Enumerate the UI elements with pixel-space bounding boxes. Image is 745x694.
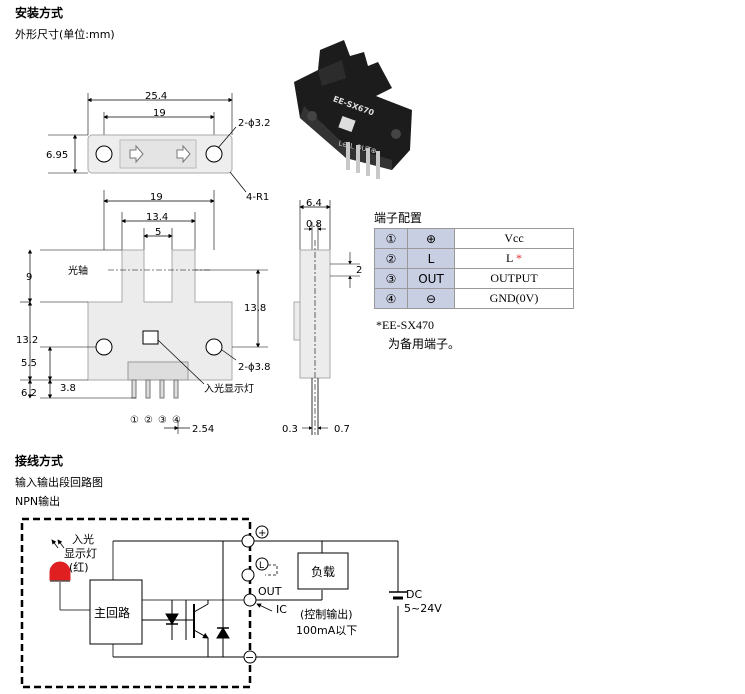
- sensor-photo-image: EE-SX670 L⊖ L OUT⊕: [294, 40, 412, 179]
- circuit-diagram: [20, 517, 407, 689]
- section-install-title: 安装方式: [15, 6, 64, 20]
- front-dim-slot: 5: [155, 227, 161, 238]
- top-dim-total: 25.4: [145, 91, 167, 102]
- front-view: [20, 190, 268, 434]
- npn-label: NPN输出: [15, 495, 61, 508]
- pin-label-2: ②: [144, 415, 153, 426]
- top-hole-label: 2-ϕ3.2: [238, 118, 270, 129]
- terminal-symbol: ⊕: [407, 228, 455, 249]
- top-dim-height: 6.95: [46, 150, 68, 161]
- main-circuit-label: 主回路: [94, 605, 130, 620]
- led-text-1: 入光: [72, 532, 94, 546]
- terminal-note-line2: 为备用端子。: [388, 337, 461, 351]
- side-dim-0-7: 0.7: [334, 424, 350, 435]
- terminal-note-line1: *EE-SX470: [376, 318, 434, 332]
- terminal-row: ② L L *: [374, 248, 574, 269]
- terminal-minus-icon: [243, 650, 257, 664]
- voltage-label: 5~24V: [404, 602, 442, 615]
- out-label: OUT: [258, 585, 282, 598]
- outline-label: 外形尺寸(单位:mm): [15, 28, 115, 41]
- terminal-num: ①: [374, 228, 408, 249]
- terminal-minus-symbol: −: [245, 651, 254, 664]
- pin-pitch-label: 2.54: [192, 424, 214, 435]
- led-text-2: 显示灯: [64, 547, 97, 560]
- terminal-symbol: ⊖: [407, 288, 455, 309]
- front-dim-3-8: 3.8: [60, 383, 76, 394]
- terminal-row: ③ OUT OUTPUT: [374, 268, 574, 289]
- terminal-circles: [241, 525, 269, 664]
- load-label: 负载: [311, 565, 335, 579]
- top-dim-center: 19: [153, 108, 166, 119]
- dc-label: DC: [406, 588, 422, 601]
- side-dim-6-4: 6.4: [306, 198, 322, 209]
- wiring-label: 输入输出段回路图: [15, 476, 103, 489]
- pin-label-4: ④: [172, 415, 181, 426]
- front-dim-6-2: 6.2: [21, 388, 37, 399]
- front-dim-5-5: 5.5: [21, 358, 37, 369]
- pin-label-3: ③: [158, 415, 167, 426]
- front-dim-13-8: 13.8: [244, 303, 266, 314]
- terminal-function-cell: L *: [454, 248, 574, 269]
- terminal-plus-symbol: +: [258, 528, 266, 539]
- top-radius-label: 4-R1: [246, 192, 269, 203]
- side-dim-2: 2: [356, 265, 362, 276]
- top-view: [48, 93, 247, 193]
- led-icon: [49, 561, 71, 581]
- side-dim-0-3: 0.3: [282, 424, 298, 435]
- terminal-symbol: L: [407, 248, 455, 269]
- terminal-note-mark: *: [515, 251, 522, 265]
- terminal-l-icon: [255, 557, 269, 571]
- terminal-function: L: [506, 251, 513, 265]
- terminal-symbol: OUT: [407, 268, 455, 289]
- terminal-vcc-node: [241, 534, 255, 548]
- pin-label-1: ①: [130, 415, 139, 426]
- front-hole-label: 2-ϕ3.8: [238, 362, 270, 373]
- terminal-row: ① ⊕ Vcc: [374, 228, 574, 249]
- ic-label: IC: [276, 603, 287, 616]
- terminal-plus-icon: [255, 525, 269, 539]
- front-dim-inner: 13.4: [146, 212, 168, 223]
- terminal-function: GND(0V): [454, 288, 574, 309]
- front-dim-outer: 19: [150, 192, 163, 203]
- terminal-l-node: [241, 568, 255, 582]
- terminal-function: OUTPUT: [454, 268, 574, 289]
- current-label: 100mA以下: [296, 624, 357, 637]
- front-dim-13-2: 13.2: [16, 335, 38, 346]
- led-indicator-label: 入光显示灯: [204, 382, 254, 395]
- terminal-title: 端子配置: [374, 211, 423, 225]
- led-text-3: (红): [69, 561, 89, 574]
- terminal-num: ④: [374, 288, 408, 309]
- terminal-num: ③: [374, 268, 408, 289]
- terminal-function: Vcc: [454, 228, 574, 249]
- terminal-row: ④ ⊖ GND(0V): [374, 288, 574, 309]
- control-output-label: (控制输出): [300, 607, 353, 621]
- terminal-out-icon: [243, 593, 257, 607]
- terminal-l-symbol: L: [259, 561, 264, 571]
- side-view: [293, 200, 360, 435]
- terminal-num: ②: [374, 248, 408, 269]
- optical-axis-label: 光轴: [68, 264, 88, 277]
- section-wiring-title: 接线方式: [15, 454, 64, 468]
- side-dim-0-8: 0.8: [306, 219, 322, 230]
- front-dim-9: 9: [26, 272, 32, 283]
- terminal-table: ① ⊕ Vcc ② L L * ③ OUT OUTPUT ④ ⊖ GND(0V): [374, 228, 574, 309]
